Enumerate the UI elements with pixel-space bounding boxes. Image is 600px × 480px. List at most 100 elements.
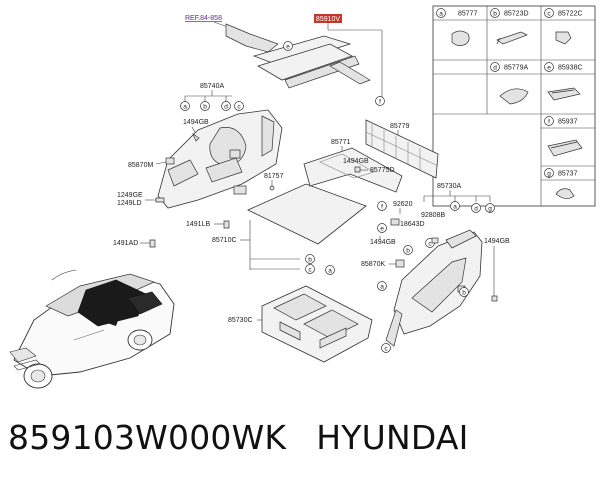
label-1494GB-right: 1494GB xyxy=(484,238,510,245)
callout-f-top xyxy=(375,96,385,106)
callout-a-right xyxy=(450,201,460,211)
label-1249LD: 1249LD xyxy=(117,200,142,207)
rear-trim-grille-drawing xyxy=(319,153,375,179)
legend-e-letter: e xyxy=(547,65,551,72)
label-1491LB: 1491LB xyxy=(186,221,210,228)
callout-f-top-letter: f xyxy=(379,99,381,106)
legend-c-badge xyxy=(544,8,554,18)
callout-f-right-letter: f xyxy=(381,204,383,211)
callout-d-right-letter: d xyxy=(474,206,478,213)
clip-85723D-drawing xyxy=(496,31,528,45)
left-trim-panel-drawing xyxy=(157,109,283,209)
label-85730C: 85730C xyxy=(228,317,253,324)
cargo-cover-drawing xyxy=(252,35,371,89)
clip-85737-drawing xyxy=(555,188,575,199)
brand-text: HYUNDAI xyxy=(316,418,469,457)
callout-e-top xyxy=(283,41,293,51)
label-1494GB-left: 1494GB xyxy=(183,119,209,126)
callout-b-lower xyxy=(459,287,469,297)
callout-a-left-letter: a xyxy=(183,104,187,111)
callout-b-left-letter: b xyxy=(203,104,207,111)
callout-c-board xyxy=(305,264,315,274)
label-85870K: 85870K xyxy=(361,261,385,268)
legend-table: a 85777 b 85723D c 85722C d 85779A e 859… xyxy=(432,5,596,207)
ref-label: REF.84-858 xyxy=(185,15,222,22)
luggage-board-drawing xyxy=(247,183,367,245)
legend-a-code: 85777 xyxy=(458,11,478,18)
callout-f-right xyxy=(377,201,387,211)
clip-85938C-drawing xyxy=(547,87,581,101)
legend-b-badge xyxy=(490,8,500,18)
label-1249GE: 1249GE xyxy=(117,192,143,199)
callout-a-board-letter: a xyxy=(328,268,332,275)
clip-81757-drawing xyxy=(269,185,275,191)
legend-g-code: 85737 xyxy=(558,171,578,178)
legend-d-badge xyxy=(490,62,500,72)
callout-b-left xyxy=(200,101,210,111)
legend-e-badge xyxy=(544,62,554,72)
label-1494GB-lower: 1494GB xyxy=(370,239,396,246)
callout-b-right-letter: b xyxy=(406,248,410,255)
legend-f-letter: f xyxy=(548,119,550,126)
label-85771: 85771 xyxy=(331,139,351,146)
callout-a-left xyxy=(180,101,190,111)
clip-85777-drawing xyxy=(451,30,470,46)
label-85870M: 85870M xyxy=(128,162,153,169)
bolt-1249GE-drawing xyxy=(155,197,165,203)
legend-a-letter: a xyxy=(439,11,443,18)
label-85740A: 85740A xyxy=(200,83,224,90)
legend-b-code: 85723D xyxy=(504,11,529,18)
callout-d-right xyxy=(471,203,481,213)
label-85710C: 85710C xyxy=(212,237,237,244)
legend-f-code: 85937 xyxy=(558,119,578,126)
legend-g-badge xyxy=(544,168,554,178)
callout-b-lower-letter: b xyxy=(462,290,466,297)
clip-1491AD-drawing xyxy=(149,239,156,248)
callout-g-right xyxy=(485,203,495,213)
legend-g-letter: g xyxy=(547,171,551,178)
label-85779: 85779 xyxy=(390,123,410,130)
underfloor-tray-drawing xyxy=(261,285,373,363)
callout-c-left-letter: c xyxy=(237,104,241,111)
quarter-trim-ref-drawing xyxy=(225,23,279,53)
legend-e-code: 85938C xyxy=(558,65,583,72)
label-92620: 92620 xyxy=(393,201,413,208)
right-trim-panel-drawing xyxy=(385,229,483,347)
callout-a-lower xyxy=(377,281,387,291)
legend-c-code: 85722C xyxy=(558,11,583,18)
callout-g-right-letter: g xyxy=(488,206,492,213)
label-1491AD: 1491AD xyxy=(113,240,138,247)
clip-85722C-drawing xyxy=(555,31,572,45)
callout-e-top-letter: e xyxy=(286,44,290,51)
legend-f-badge xyxy=(544,116,554,126)
callout-e-right xyxy=(377,223,387,233)
legend-d-code: 85779A xyxy=(504,65,528,72)
callout-b-board xyxy=(305,254,315,264)
callout-c-right-letter: c xyxy=(428,241,432,248)
clip-1494GB-right-drawing xyxy=(491,295,498,302)
clip-1491LB-drawing xyxy=(223,220,230,229)
label-81757: 81757 xyxy=(264,173,284,180)
clip-85779A-drawing xyxy=(499,88,529,105)
lamp-92620-drawing xyxy=(390,218,400,226)
label-1494GB-center: 1494GB xyxy=(343,158,369,165)
label-92808B: 92808B xyxy=(421,212,445,219)
clip-85775D-drawing xyxy=(354,166,361,173)
clip-85870M-drawing xyxy=(165,157,175,165)
legend-d-letter: d xyxy=(493,65,497,72)
vehicle-illustration xyxy=(9,269,175,389)
callout-b-board-letter: b xyxy=(308,257,312,264)
label-18643D: 18643D xyxy=(400,221,425,228)
clip-85870K-drawing xyxy=(395,259,405,268)
cargo-net-drawing xyxy=(365,119,439,179)
callout-a-right-letter: a xyxy=(453,204,457,211)
callout-a-lower-letter: a xyxy=(380,284,384,291)
callout-d-left xyxy=(221,101,231,111)
legend-c-letter: c xyxy=(547,11,551,18)
highlight-part-label: 85910V xyxy=(316,16,340,23)
callout-c-lower xyxy=(381,343,391,353)
callout-b-right xyxy=(403,245,413,255)
callout-c-board-letter: c xyxy=(308,267,312,274)
